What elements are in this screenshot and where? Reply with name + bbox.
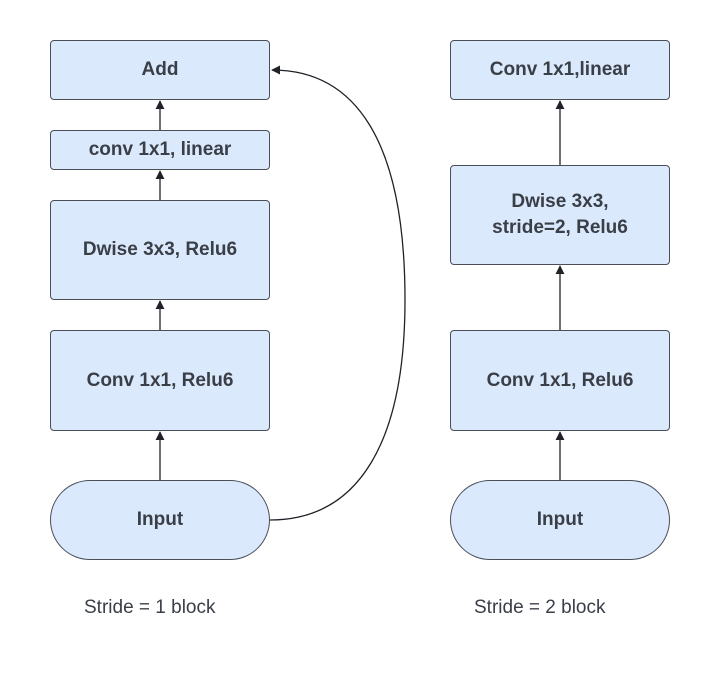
conv-relu-label-right: Conv 1x1, Relu6 (486, 369, 634, 391)
dwise-node-left: Dwise 3x3, Relu6 (50, 200, 270, 300)
conv-relu-label-left: Conv 1x1, Relu6 (86, 369, 234, 391)
dwise-label-left: Dwise 3x3, Relu6 (82, 239, 238, 260)
input-node-right: Input (450, 480, 670, 560)
dwise-node-right: Dwise 3x3, stride=2, Relu6 (450, 165, 670, 265)
stride2-caption: Stride = 2 block (474, 597, 606, 618)
stride1-caption: Stride = 1 block (84, 597, 216, 618)
add-node: Add (50, 40, 270, 100)
input-node-left: Input (50, 480, 270, 560)
conv-relu-node-left: Conv 1x1, Relu6 (50, 330, 270, 431)
conv-linear-node-left: conv 1x1, linear (50, 130, 270, 170)
input-label-left: Input (136, 509, 184, 530)
dwise-label-right-line2: stride=2, Relu6 (492, 217, 628, 238)
conv-relu-node-right: Conv 1x1, Relu6 (450, 330, 670, 431)
skip-connection-arrow (269, 65, 406, 521)
add-label: Add (141, 59, 179, 80)
input-label-right: Input (536, 509, 584, 530)
conv-linear-label-right: Conv 1x1,linear (489, 59, 631, 80)
conv-linear-node-right: Conv 1x1,linear (450, 40, 670, 100)
dwise-label-right-line1: Dwise 3x3, (511, 191, 609, 212)
conv-linear-label-left: conv 1x1, linear (88, 139, 232, 160)
